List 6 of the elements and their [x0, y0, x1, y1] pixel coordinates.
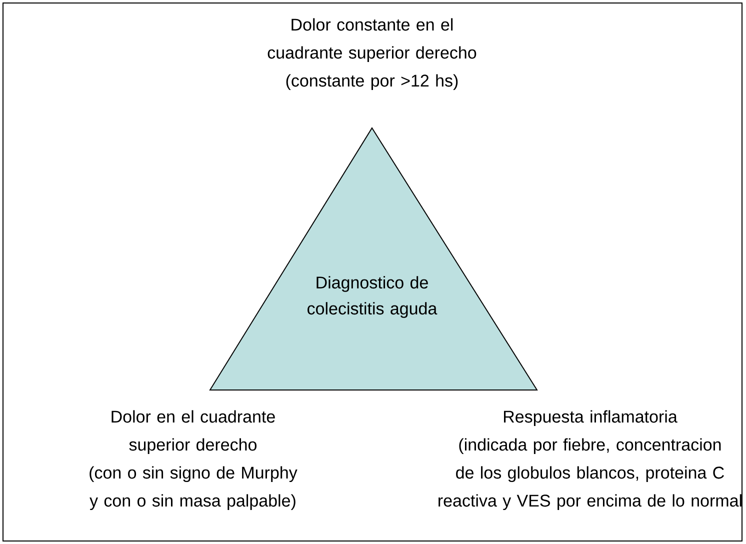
corner-text: (indicada por fiebre, concentracion de los globulos blancos, proteina C reactiva y VES por encima de lo normal — [438, 438, 742, 510]
corner-text: (constante por >12 hs) — [286, 74, 458, 90]
corner-text: Dolor constante en el cuadrante superior derecho — [268, 18, 476, 62]
corner-text: (con o sin signo de Murphy y con o sin masa palpable) — [90, 466, 298, 510]
corner-text: Respuesta inflamatoria — [504, 410, 678, 426]
corner-text: Dolor en el cuadrante superior derecho — [112, 410, 275, 454]
